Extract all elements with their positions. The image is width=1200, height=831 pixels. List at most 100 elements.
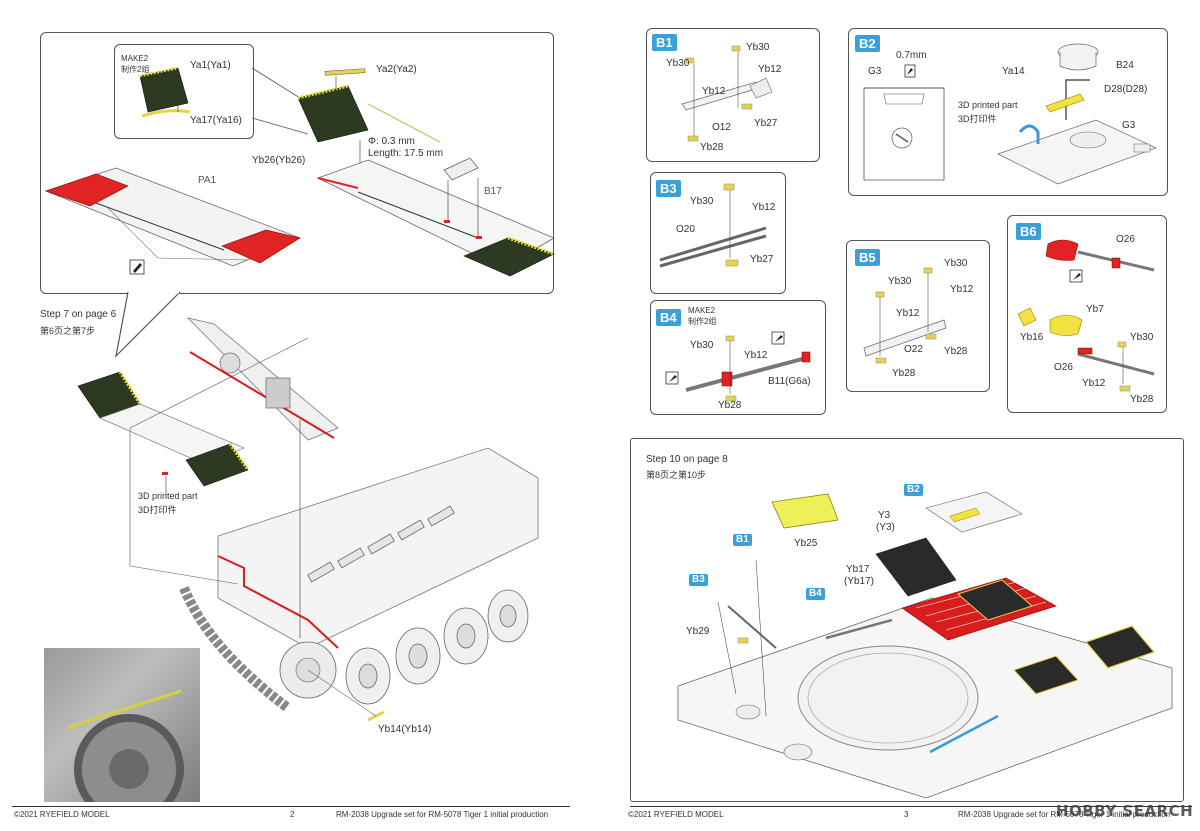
b1-badge: B1 (652, 34, 677, 51)
b5-label-3: Yb12 (896, 308, 920, 319)
b1-label-3: Yb12 (702, 86, 726, 97)
step10-b4-badge: B4 (806, 588, 825, 600)
b2-b24-label: B24 (1116, 60, 1134, 71)
grille-right (956, 579, 1034, 621)
lower-plate (99, 403, 245, 465)
b3-badge: B3 (656, 180, 681, 197)
b2-g3b-label: G3 (1122, 120, 1136, 131)
b6-box (1007, 215, 1167, 413)
turret-ring (797, 645, 979, 751)
make2-label: MAKE2 (121, 54, 149, 63)
footer-copyright: ©2021 RYEFIELD MODEL (14, 810, 110, 819)
b4-badge: B4 (656, 309, 681, 326)
left-page: MAKE2 制作2组 Ya1(Ya1) Ya17(Ya16) Ya2(Ya2) … (8, 8, 570, 819)
b6-label-5: Yb12 (1082, 378, 1106, 389)
printed-part-label: 3D printed part (138, 491, 198, 501)
step10-ref: Step 10 on page 8 (646, 454, 728, 465)
wire-diameter-label: Φ: 0.3 mm (368, 136, 415, 147)
right-page: B1 B2 B3 B4 B5 B6 (626, 8, 1193, 820)
b4-make2-cn: 制作2组 (688, 317, 717, 326)
b5-label-0: Yb30 (888, 276, 912, 287)
footer-rule-right (630, 806, 1192, 807)
pa1-red-front (45, 173, 129, 207)
yb26-label: Yb26(Yb26) (252, 155, 306, 166)
b2-badge: B2 (855, 35, 880, 52)
b3-label-1: Yb12 (752, 202, 776, 213)
step10-y3: Y3 (878, 510, 891, 521)
b4-make2: MAKE2 (688, 306, 716, 315)
b5-badge: B5 (855, 249, 880, 266)
b4-label-1: Yb12 (744, 350, 768, 361)
grille-y3 (875, 537, 957, 597)
b4-label-3: Yb28 (718, 400, 742, 411)
b2-ya14-label: Ya14 (1002, 66, 1025, 77)
b1-label-4: O12 (712, 122, 731, 133)
grille-lower (1013, 655, 1079, 695)
pa1-label: PA1 (198, 175, 217, 186)
b4-drawing (665, 331, 811, 402)
assembled-plate (316, 159, 555, 269)
b6-badge: B6 (1016, 223, 1041, 240)
b6-label-6: Yb28 (1130, 394, 1154, 405)
b3-drawing (659, 183, 767, 268)
step10-ref-cn: 第8页之第10步 (646, 470, 707, 480)
step10-yb25: Yb25 (794, 538, 818, 549)
right-page-drawings (659, 43, 1173, 799)
watermark: HOBBY SEARCH (1056, 802, 1194, 820)
grille-loose (1084, 625, 1156, 669)
ya2-label: Ya2(Ya2) (376, 64, 417, 75)
footer-product: RM-2038 Upgrade set for RM-5078 Tiger 1 … (336, 810, 549, 819)
b1-label-6: Yb28 (700, 142, 724, 153)
footer-product-right: RM-2038 Upgrade set for RM-5078 Tiger 1 … (958, 810, 1171, 819)
step10-b2-badge: B2 (904, 484, 923, 496)
b3-label-2: O20 (676, 224, 695, 235)
step10-y3b: (Y3) (876, 522, 895, 533)
printed-part-cn-label: 3D打印件 (138, 505, 177, 515)
b5-label-2: Yb12 (950, 284, 974, 295)
pa1-red-rear (221, 229, 301, 264)
b6-label-4: O26 (1054, 362, 1073, 373)
b2-d28-label: D28(D28) (1104, 84, 1148, 95)
b4-label-0: Yb30 (690, 340, 714, 351)
b2-drawing (863, 43, 1157, 185)
step7-ref-cn: 第6页之第7步 (40, 326, 96, 336)
b2-printed-label: 3D printed part (958, 100, 1018, 110)
b5-label-5: Yb28 (944, 346, 968, 357)
b2-dim-label: 0.7mm (896, 50, 927, 61)
b6-label-0: O26 (1116, 234, 1135, 245)
step10-drawing (677, 491, 1173, 799)
b6-label-2: Yb16 (1020, 332, 1044, 343)
b2-printed-cn-label: 3D打印件 (958, 114, 997, 124)
b1-label-2: Yb12 (758, 64, 782, 75)
b6-label-3: Yb30 (1130, 332, 1154, 343)
step7-ref: Step 7 on page 6 (40, 309, 117, 320)
footer-rule (12, 806, 570, 807)
step10-yb17: Yb17 (846, 564, 870, 575)
b3-box (650, 172, 786, 294)
left-page-drawings (44, 66, 555, 722)
photo-sprocket (74, 714, 184, 802)
step10-yb29: Yb29 (686, 626, 710, 637)
step10-yb17b: (Yb17) (844, 576, 875, 587)
b5-label-1: Yb30 (944, 258, 968, 269)
side-plate (186, 317, 339, 441)
ya17-label: Ya17(Ya16) (190, 115, 242, 126)
yb14-label: Yb14(Yb14) (378, 724, 432, 735)
b1-label-5: Yb27 (754, 118, 778, 129)
make2-cn-label: 制作2组 (121, 65, 150, 74)
step10-b1-badge: B1 (733, 534, 752, 546)
footer-page-number-right: 3 (904, 810, 909, 819)
b1-label-0: Yb30 (666, 58, 690, 69)
wire-length-label: Length: 17.5 mm (368, 148, 444, 159)
b2-g3a-label: G3 (868, 66, 882, 77)
b5-label-6: Yb28 (892, 368, 916, 379)
b5-label-4: O22 (904, 344, 923, 355)
b6-label-1: Yb7 (1086, 304, 1104, 315)
footer-copyright-right: ©2021 RYEFIELD MODEL (628, 810, 724, 819)
b4-label-2: B11(G6a) (768, 376, 811, 387)
b17-label: B17 (484, 186, 502, 197)
b1-label-1: Yb30 (746, 42, 770, 53)
b1-drawing (681, 45, 773, 142)
step10-b3-badge: B3 (689, 574, 708, 586)
b3-label-3: Yb27 (750, 254, 774, 265)
